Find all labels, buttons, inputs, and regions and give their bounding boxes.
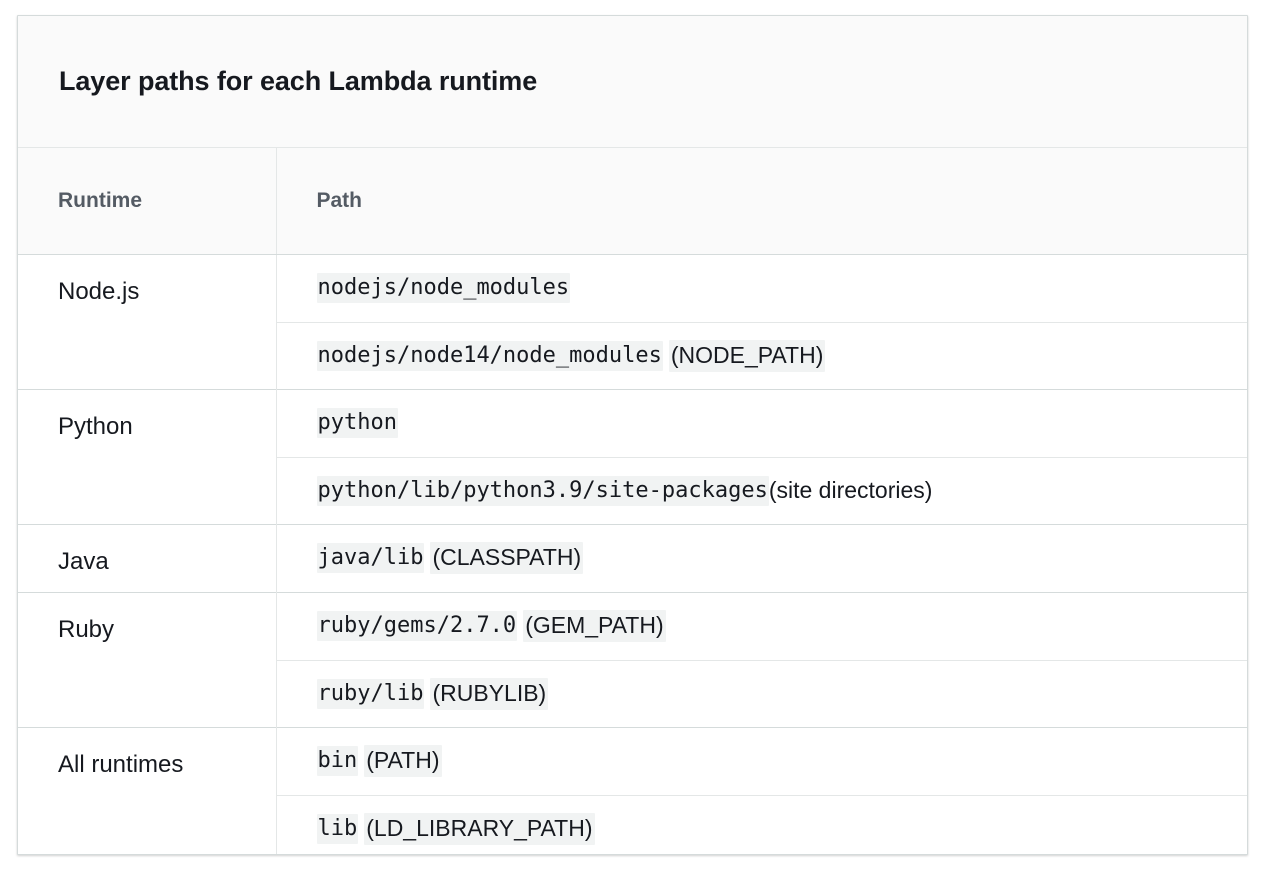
table-row: Java java/lib (CLASSPATH) [18,523,1248,592]
paths-cell-java: java/lib (CLASSPATH) [275,523,1248,592]
layer-paths-table: Runtime Path Node.js nodejs/node_modules… [18,148,1248,855]
paths-cell-all-runtimes: bin (PATH) lib (LD_LIBRARY_PATH) [275,726,1248,855]
runtime-label-all-runtimes: All runtimes [18,726,276,854]
path-entry: nodejs/node14/node_modules (NODE_PATH) [276,321,1247,389]
table-body: Node.js nodejs/node_modules nodejs/node1… [18,254,1248,855]
table-row: Ruby ruby/gems/2.7.0 (GEM_PATH) ruby/lib… [18,591,1248,727]
page-title: Layer paths for each Lambda runtime [59,66,538,97]
path-entry: ruby/gems/2.7.0 (GEM_PATH) [277,593,1248,660]
runtime-label-java: Java [18,523,276,592]
path-entry: python/lib/python3.9/site-packages (site… [276,456,1247,524]
path-env-var: (NODE_PATH) [668,339,826,372]
path-code: nodejs/node14/node_modules [316,340,663,371]
path-entry: bin (PATH) [277,728,1248,795]
runtime-label-python: Python [18,388,276,524]
path-env-var: (RUBYLIB) [430,677,549,710]
path-entry: java/lib (CLASSPATH) [277,525,1248,592]
table-head: Runtime Path [18,148,1247,255]
path-env-var: (LD_LIBRARY_PATH) [364,812,595,845]
card-title-bar: Layer paths for each Lambda runtime [18,16,1247,148]
path-code: java/lib [316,543,425,573]
runtime-label-nodejs: Node.js [58,277,140,305]
paths-cell-ruby: ruby/gems/2.7.0 (GEM_PATH) ruby/lib (RUB… [275,591,1248,727]
path-env-var: (PATH) [364,745,442,777]
path-env-var: (CLASSPATH) [430,542,584,574]
layer-paths-card: Layer paths for each Lambda runtime Runt… [17,15,1248,855]
table-row: Python python python/lib/python3.9/site-… [18,388,1248,524]
paths-cell-python: python python/lib/python3.9/site-package… [275,388,1248,524]
column-header-path: Path [275,148,1247,255]
path-code: bin [316,746,359,776]
table-row: Node.js nodejs/node_modules nodejs/node1… [18,254,1247,389]
path-code: ruby/lib [316,678,425,709]
path-code: nodejs/node_modules [316,273,571,303]
path-code: lib [316,813,359,844]
path-code: python [316,408,398,438]
paths-cell-nodejs: nodejs/node_modules nodejs/node14/node_m… [275,254,1248,389]
column-header-runtime: Runtime [18,148,276,255]
path-entry: ruby/lib (RUBYLIB) [276,659,1247,727]
path-entry: lib (LD_LIBRARY_PATH) [276,794,1247,855]
runtime-label-ruby: Ruby [18,591,276,727]
path-entry: nodejs/node_modules [277,255,1248,322]
path-env-var: (GEM_PATH) [523,610,666,642]
path-code: python/lib/python3.9/site-packages [316,475,769,506]
path-entry: python [277,390,1248,457]
table-row: All runtimes bin (PATH) lib (LD_LIBRARY_… [18,726,1248,855]
path-note: (site directories) [768,477,933,503]
table-header-row: Runtime Path [18,148,1247,255]
path-code: ruby/gems/2.7.0 [316,611,518,641]
